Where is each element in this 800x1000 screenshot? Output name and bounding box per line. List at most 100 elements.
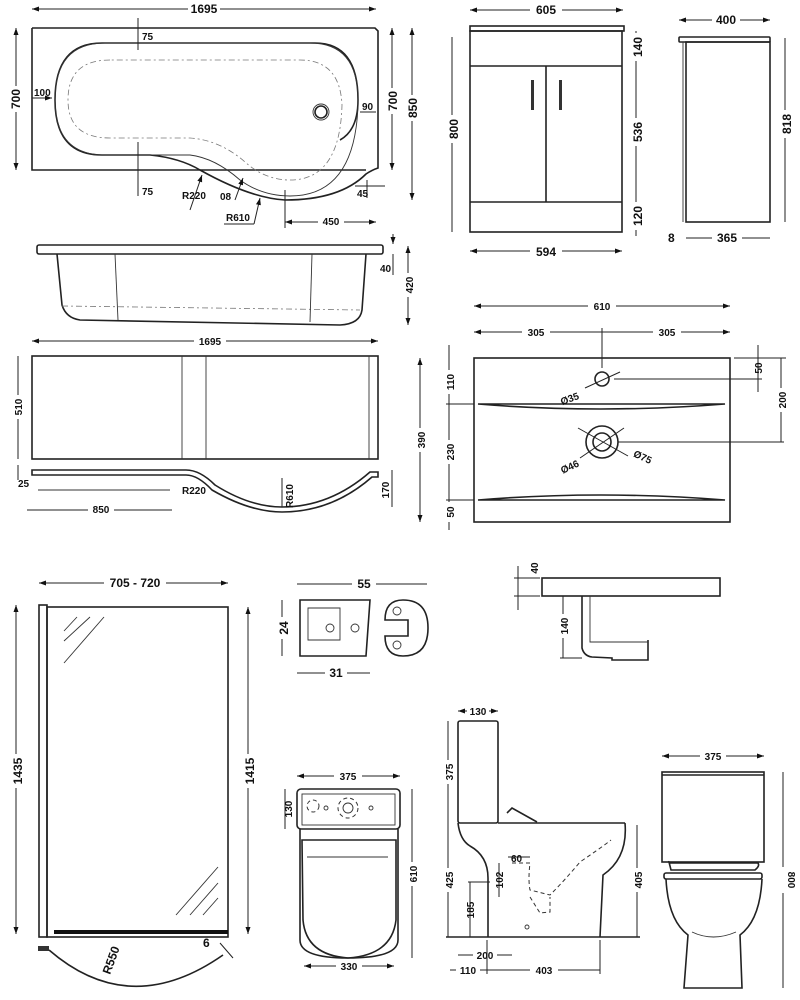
bath-body [56,253,367,326]
profile-width-label: 55 [357,577,371,591]
wc-seat-hinge [506,807,538,823]
dim-line [234,177,244,201]
basin-depth-label: 390 [417,431,428,448]
bath-screen-view: 705 - 720 1435 1415 6 R550 [8,576,257,988]
basin-bowl-front [477,494,726,501]
bowl-label: 230 [446,443,457,460]
wc-cistern-depth-label: 130 [284,800,295,817]
wc-front-pan [665,878,763,989]
panel-height-label: 510 [14,398,25,415]
tap-hole-icon [594,371,610,387]
bath-panel-view: 1695 510 25 R220 R610 170 850 [10,334,393,517]
basin-half-left-label: 305 [528,328,545,339]
vanity-front-view: 605 800 140 536 120 594 [444,2,645,259]
wc-seat-height-label: 405 [634,871,645,888]
door-handle-left-icon [531,80,534,110]
profile-screw-icon [325,623,335,633]
bath-deck [31,28,366,171]
tap-hole-label: Ø35 [559,391,581,408]
dim-line [219,942,234,959]
wc-cistern-inner [301,793,396,826]
profile-screw-icon [392,640,402,650]
wc-side-view: 130 375 425 405 60 102 185 200 110 [440,704,645,977]
profile-screw-icon [392,606,402,616]
vanity-side-carcass [685,41,771,223]
vanity-depth-label: 400 [716,13,736,27]
basin-rim-label: 40 [530,562,541,574]
waste-inner-label: Ø46 [559,458,581,476]
waste-outer-label: Ø75 [631,449,653,467]
wc-outlet-height-label: 185 [466,901,477,918]
bath-width-right-label: 700 [386,91,400,111]
lip-label: 45 [357,189,369,200]
flush-hole-icon [306,799,320,813]
basin-plan-view: 610 305 305 Ø35 Ø46 Ø75 390 110 230 50 5 [412,299,789,530]
wc-plan-view: 375 130 610 330 [284,769,420,973]
bath-rim [36,244,384,255]
wc-outlet-dia-label: 102 [495,871,506,888]
wc-front-curve [691,931,737,938]
wc-plan-width-label: 375 [340,772,357,783]
wc-front-width-label: 375 [705,752,722,763]
panel-length-label: 1695 [199,337,222,348]
profile-inner [307,607,341,641]
panel-radius-small-label: R220 [182,486,206,497]
wc-pan-plan [299,829,399,959]
basin-outline [473,357,731,523]
vanity-carcass [469,30,623,233]
basin-side-rim [541,577,721,597]
wc-back-offset-label: 110 [460,966,477,977]
screen-swing-arc [48,949,224,988]
screen-hinge-icon [38,946,49,951]
wc-side-back [457,822,489,937]
bath-width-left-label: 700 [9,89,23,109]
bath-basin-line [67,59,343,181]
vanity-doors-label: 536 [631,122,645,142]
wc-side-cistern [457,720,499,824]
carcass-depth-label: 365 [717,231,737,245]
rim-top-label: 75 [142,32,154,43]
screen-radius-label: R550 [100,944,123,976]
rim-left-label: 100 [34,88,51,99]
screen-glass [46,606,229,938]
glass-reflection-icon [63,616,219,916]
panel-plan-curve [31,469,379,513]
bath-length-label: 1695 [191,2,218,16]
vanity-top-width-label: 605 [536,3,556,17]
tap-offset-label: 110 [446,373,457,390]
screen-height-glass-label: 1415 [243,757,257,784]
wc-seat-plan [301,839,397,959]
profile-height-label: 24 [277,621,291,635]
wc-front-view: 375 800 [661,749,796,989]
wc-side-front [599,822,627,938]
basin-width-label: 610 [594,302,611,313]
wc-pan-width-label: 330 [341,962,358,973]
bath-height-label: 420 [405,276,416,293]
panel-straight-label: 850 [93,505,110,516]
wc-outlet-set-label: 200 [477,951,494,962]
dim-line [189,174,203,211]
basin-side-bowl [581,596,649,661]
bath-side-dash [309,253,313,323]
wc-front-cistern [661,771,765,863]
basin-side-inner [589,596,648,643]
wc-cistern-height-label: 375 [445,763,456,780]
screen-seal [54,930,228,934]
profile-screw-icon [350,623,360,633]
vanity-plinth-label: 120 [631,206,645,226]
screen-height-wall-label: 1435 [11,757,25,784]
bolt-hole-icon [368,805,374,811]
screen-glass-label: 6 [203,936,210,950]
flush-button-icon [337,797,359,819]
bath-width-total-label: 850 [406,98,420,118]
wc-front-seat [667,860,760,871]
screen-width-label: 705 - 720 [110,576,161,590]
wc-outlet [529,896,551,914]
vanity-drawer-label: 140 [631,37,645,57]
basin-bowl-back [477,403,726,410]
door-handle-right-icon [559,80,562,110]
bolt-hole-icon [323,805,329,811]
basin-half-right-label: 305 [659,328,676,339]
bath-waste-icon [314,105,328,119]
basin-bowl-depth-label: 140 [560,617,571,634]
